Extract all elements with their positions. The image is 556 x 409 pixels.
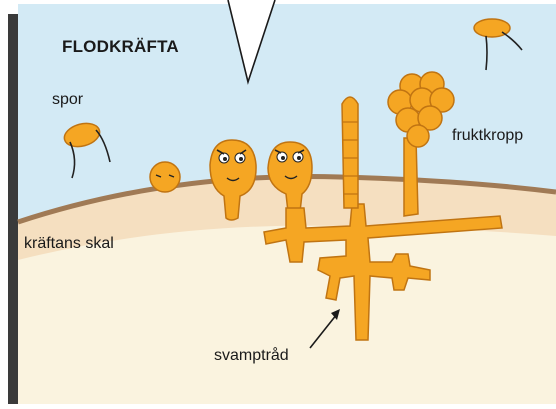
inner-body — [18, 226, 556, 404]
spore-on-shell — [150, 162, 180, 192]
label-hypha: svamptråd — [214, 348, 289, 364]
label-fruiting-body: fruktkropp — [452, 128, 523, 144]
label-spore: spor — [52, 92, 83, 108]
label-shell: kräftans skal — [24, 236, 114, 252]
diagram-title: FLODKRÄFTA — [62, 38, 179, 55]
